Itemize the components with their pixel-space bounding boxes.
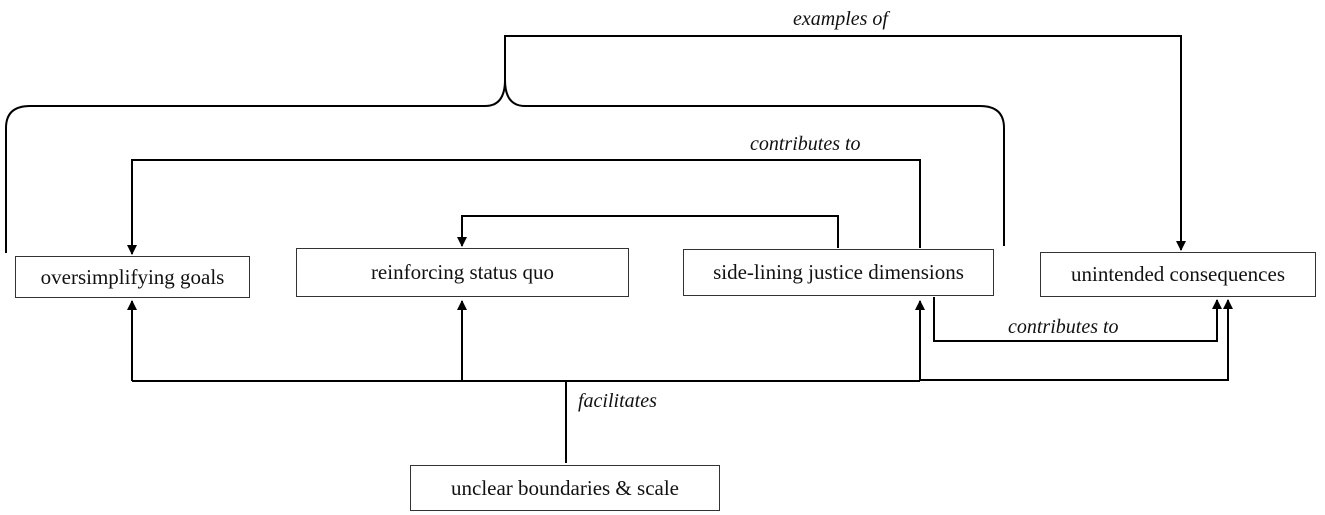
node-label: oversimplifying goals [40, 264, 225, 289]
node-unclear-boundaries: unclear boundaries & scale [410, 465, 720, 511]
node-unintended-consequences: unintended consequences [1040, 252, 1316, 297]
edge-examples-of [504, 35, 1186, 251]
node-reinforcing-status-quo: reinforcing status quo [296, 248, 629, 297]
label-contributes-to-top: contributes to [750, 133, 861, 155]
node-label: reinforcing status quo [370, 260, 555, 284]
label-facilitates: facilitates [578, 390, 657, 412]
grouping-brace [5, 79, 1005, 253]
edge-sidelining-to-status-quo [457, 215, 839, 248]
edge-facilitates-unintended [920, 299, 1233, 381]
label-examples-of: examples of [793, 8, 888, 30]
node-label: unintended consequences [1070, 262, 1285, 286]
label-contributes-to-right: contributes to [1008, 316, 1119, 338]
edge-contributes-to-top [127, 159, 921, 255]
node-oversimplifying-goals: oversimplifying goals [15, 256, 250, 298]
edge-contributes-to-right [933, 297, 1222, 342]
node-side-lining-justice: side-lining justice dimensions [683, 249, 994, 296]
node-label: unclear boundaries & scale [451, 475, 679, 500]
node-label: side-lining justice dimensions [713, 260, 964, 284]
